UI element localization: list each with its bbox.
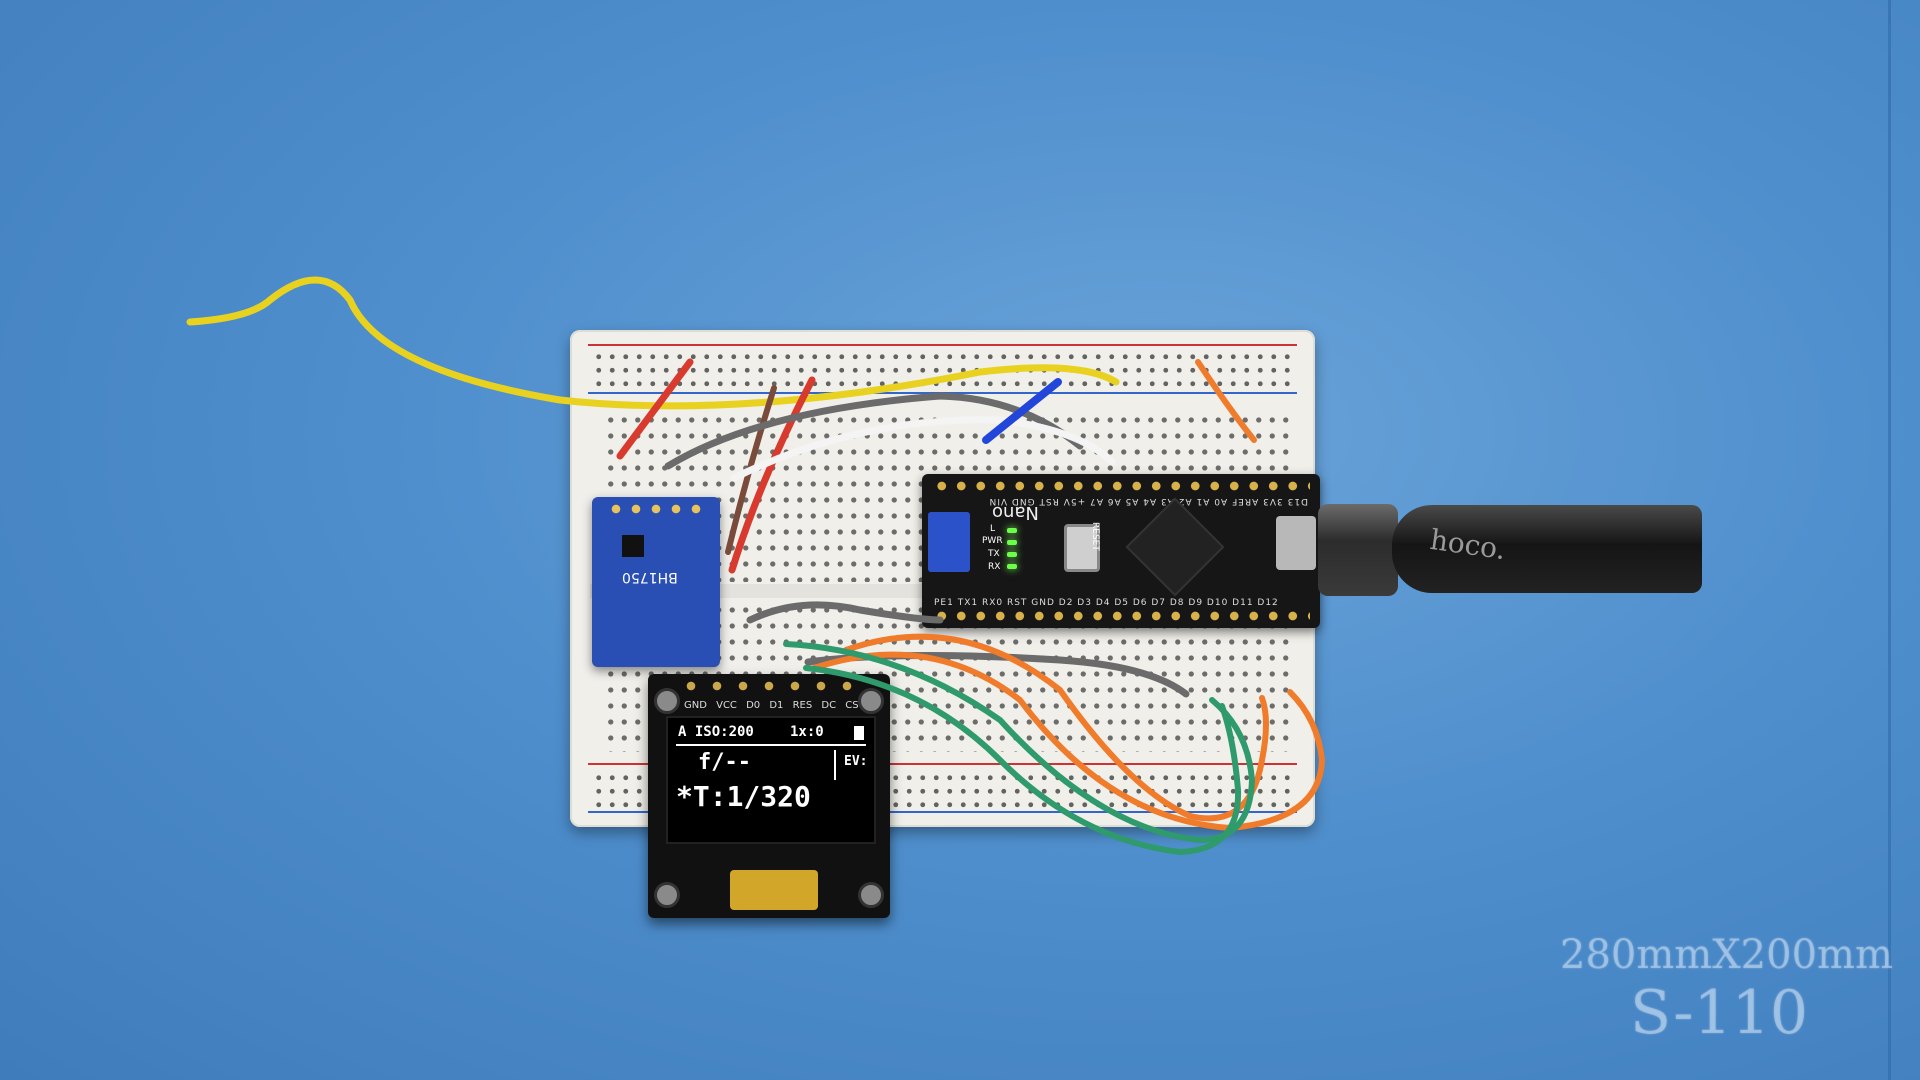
led-rx: [1007, 564, 1017, 569]
nano-pin-labels-bottom: PE1 TX1 RX0 RST GND D2 D3 D4 D5 D6 D7 D8…: [934, 598, 1279, 608]
iso-readout: A ISO:200: [678, 724, 754, 740]
mat-edge: [1888, 0, 1891, 1080]
mat-model-watermark: S-110: [1630, 978, 1809, 1048]
mount-hole: [654, 688, 680, 714]
green-wire-1: [783, 641, 1256, 844]
bh1750-pins: [606, 503, 706, 515]
grey-wire-2: [746, 601, 944, 624]
mat-size-watermark: 280mmX200mm: [1560, 932, 1893, 978]
led-label-rx: RX: [988, 562, 1001, 572]
icsp-header: [928, 512, 970, 572]
oled-screen: A ISO:200 1x:0 f/-- EV: *T:1/320: [666, 716, 876, 844]
mount-hole: [654, 882, 680, 908]
red-wire-1: [616, 358, 694, 460]
battery-icon: [854, 726, 864, 740]
oled-pins: [678, 680, 858, 692]
mount-hole: [858, 882, 884, 908]
arduino-nano-board: D13 3V3 AREF A0 A1 A2 A3 A4 A5 A6 A7 +5V…: [922, 474, 1320, 628]
reset-button[interactable]: [1064, 524, 1100, 572]
status-divider: [676, 744, 866, 746]
led-label-tx: TX: [988, 549, 1000, 559]
grey-wire-1: [664, 392, 1084, 470]
ev-label: EV:: [844, 754, 868, 769]
usb-c-port: [1276, 516, 1316, 570]
oled-flex-cable: [730, 870, 818, 910]
usb-cable: [1392, 505, 1702, 593]
aperture-readout: f/--: [698, 750, 751, 775]
nano-pins-bottom: [932, 610, 1310, 622]
blue-wire: [982, 378, 1062, 444]
oled-module: GND VCC D0 D1 RES DC CS A ISO:200 1x:0 f…: [648, 674, 890, 918]
nano-pins-top: [932, 480, 1310, 492]
red-wire-2: [728, 376, 816, 574]
compensation-readout: 1x:0: [790, 724, 824, 740]
oled-pin-labels: GND VCC D0 D1 RES DC CS: [684, 700, 859, 711]
mount-hole: [858, 688, 884, 714]
orange-wire-2: [811, 651, 1326, 832]
led-pwr: [1007, 540, 1017, 545]
bh1750-module: BH1750: [592, 497, 720, 667]
green-wire-2: [803, 665, 1242, 856]
shutter-readout: *T:1/320: [676, 780, 811, 813]
orange-wire-1: [843, 633, 1269, 822]
led-l: [1007, 528, 1017, 533]
grey-wire-3: [804, 651, 1190, 698]
led-label-l: L: [990, 524, 996, 534]
orange-wire-top: [1195, 359, 1257, 443]
usb-cable-plug: [1318, 504, 1398, 596]
led-label-pwr: PWR: [982, 536, 1003, 546]
ev-divider: [834, 750, 836, 780]
yellow-wire: [186, 276, 1120, 410]
white-wire: [730, 416, 1116, 482]
light-sensor-chip: [622, 535, 644, 557]
led-tx: [1007, 552, 1017, 557]
